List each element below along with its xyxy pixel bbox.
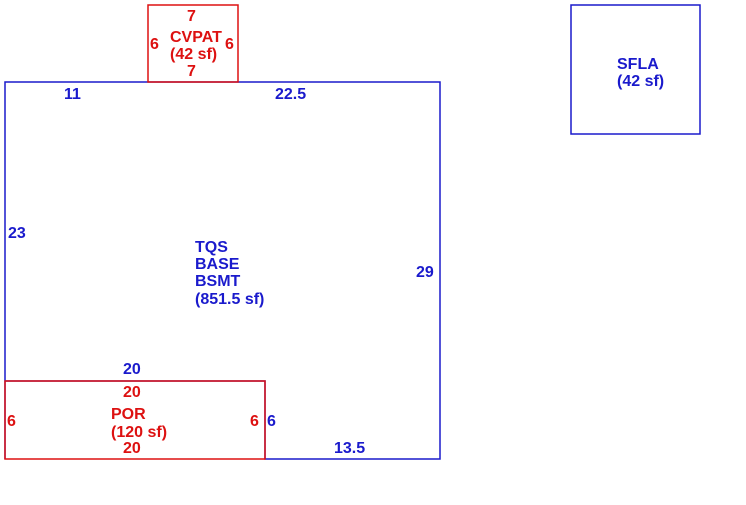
main-area-size: (851.5 sf) xyxy=(195,291,264,308)
porch-dim-top: 20 xyxy=(123,384,141,401)
sfla-name: SFLA xyxy=(617,56,659,73)
sfla-area-size: (42 sf) xyxy=(617,73,664,90)
porch-area-size: (120 sf) xyxy=(111,424,167,441)
porch-name: POR xyxy=(111,406,146,423)
main-dim-bottom: 13.5 xyxy=(334,440,365,457)
main-dim-left: 23 xyxy=(8,225,26,242)
cvpat-area-size: (42 sf) xyxy=(170,46,217,63)
main-area-name-line-2: BASE xyxy=(195,256,240,273)
porch-dim-right: 6 xyxy=(250,413,259,430)
cvpat-dim-right: 6 xyxy=(225,36,234,53)
main-dim-top-left: 11 xyxy=(64,86,81,103)
covered-patio-outline xyxy=(147,4,239,83)
cvpat-dim-top: 7 xyxy=(187,8,196,25)
sfla-summary-box xyxy=(570,4,701,135)
main-area-name-line-3: BSMT xyxy=(195,273,241,290)
main-area-name-line-1: TQS xyxy=(195,239,228,256)
main-dim-top-right: 22.5 xyxy=(275,86,306,103)
cvpat-dim-bottom: 7 xyxy=(187,63,196,80)
porch-outline xyxy=(4,380,266,460)
main-dim-inner-top: 20 xyxy=(123,361,141,378)
cvpat-name: CVPAT xyxy=(170,29,222,46)
main-dim-inner-right: 6 xyxy=(267,413,276,430)
cvpat-dim-left: 6 xyxy=(150,36,159,53)
main-dim-right: 29 xyxy=(416,264,434,281)
porch-dim-left: 6 xyxy=(7,413,16,430)
porch-dim-bottom: 20 xyxy=(123,440,141,457)
